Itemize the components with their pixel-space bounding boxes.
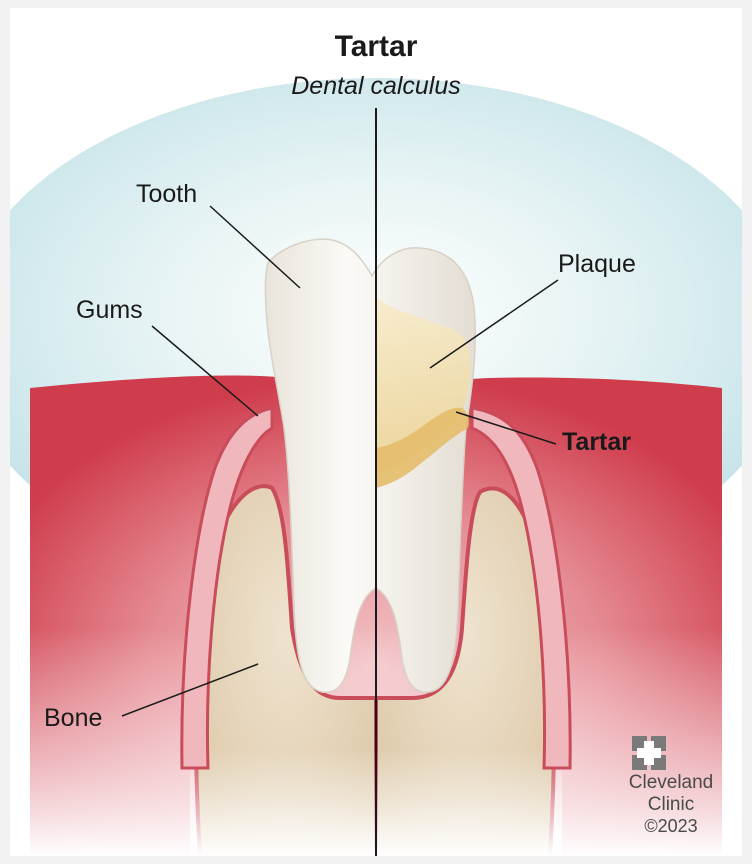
- tooth-illustration: [10, 78, 742, 856]
- brand-name: Cleveland Clinic: [606, 772, 736, 816]
- illustration-frame: Tartar Dental calculus Tooth Gums Bone P…: [10, 8, 742, 856]
- bone-leader: [121, 663, 259, 717]
- brand-line-1: Cleveland: [628, 772, 714, 793]
- gums-leader: [151, 325, 259, 417]
- label-tartar: Tartar: [562, 428, 632, 456]
- label-bone: Bone: [44, 704, 103, 732]
- tooth-leader: [209, 205, 301, 289]
- copyright-text: ©2023: [644, 816, 698, 836]
- plaque-leader: [429, 279, 559, 369]
- cleveland-clinic-logo-icon: [632, 736, 666, 770]
- label-tooth: Tooth: [136, 180, 198, 208]
- diagram-subtitle: Dental calculus: [291, 72, 461, 100]
- label-plaque: Plaque: [558, 250, 636, 278]
- brand-line-2: Clinic: [647, 794, 695, 815]
- label-gums: Gums: [76, 296, 143, 324]
- gum-rim-right: [470, 406, 572, 770]
- tartar-leader: [455, 411, 557, 445]
- tartar-deposit: [376, 407, 469, 488]
- plaque-deposit: [376, 298, 471, 474]
- diagram-title: Tartar: [334, 30, 418, 63]
- gum-rim-left: [180, 406, 274, 770]
